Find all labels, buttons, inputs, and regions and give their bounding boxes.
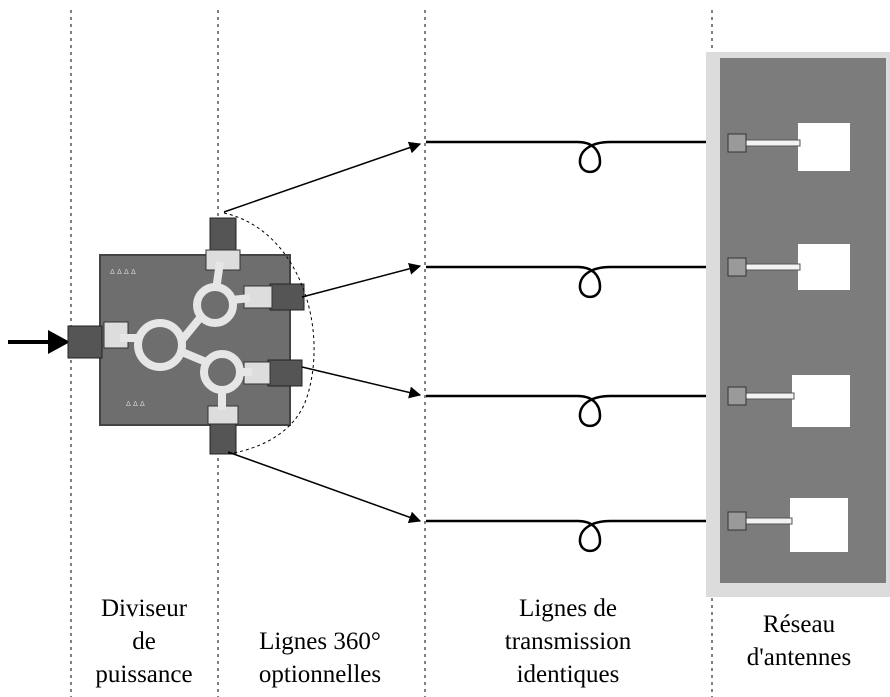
tx-line-3	[426, 394, 728, 428]
antenna-patches	[790, 123, 850, 552]
svg-text:Δ Δ Δ: Δ Δ Δ	[126, 400, 145, 408]
feed-arrow-2	[301, 262, 422, 298]
label-transmission-lines: Lignes de transmission identiques	[488, 592, 648, 691]
feed-arrow-3	[301, 366, 422, 399]
label-line: Réseau	[762, 611, 836, 638]
tx-line-4	[426, 519, 728, 553]
label-antenna-array: Réseau d'antennes	[718, 608, 880, 674]
label-line: Lignes de	[519, 595, 617, 622]
label-line: Diviseur	[100, 595, 188, 622]
antenna-connectors	[727, 133, 747, 531]
label-line: puissance	[95, 661, 193, 688]
label-optional-360-lines: Lignes 360° optionnelles	[222, 625, 418, 691]
label-line: Lignes 360°	[259, 628, 381, 655]
patch-3	[792, 375, 850, 427]
antenna-array-photo	[706, 52, 890, 597]
feed-arrow-1	[223, 141, 422, 213]
power-divider-photo: Δ Δ Δ Δ Δ Δ Δ	[67, 217, 305, 455]
tx-line-1	[426, 140, 728, 174]
output-connector-3	[267, 359, 303, 387]
output-connector-4	[209, 421, 237, 455]
label-line: de	[132, 628, 156, 655]
label-line: transmission	[504, 628, 632, 655]
patch-2	[798, 244, 850, 290]
input-connector	[67, 325, 103, 359]
feed-arrows	[223, 141, 422, 523]
label-line: identiques	[516, 661, 620, 688]
optional-lines-arc	[223, 212, 315, 455]
svg-text:Δ Δ Δ Δ: Δ Δ Δ Δ	[110, 268, 136, 276]
label-line: d'antennes	[746, 644, 852, 671]
input-arrow	[8, 330, 70, 354]
label-line: optionnelles	[258, 661, 382, 688]
feed-arrow-4	[227, 451, 422, 523]
transmission-lines	[426, 140, 728, 553]
output-connector-1	[209, 217, 237, 255]
tx-line-2	[426, 265, 728, 299]
patch-1	[798, 123, 850, 171]
label-power-divider: Diviseur de puissance	[78, 592, 210, 691]
output-connector-2	[269, 283, 305, 311]
patch-4	[790, 498, 848, 552]
